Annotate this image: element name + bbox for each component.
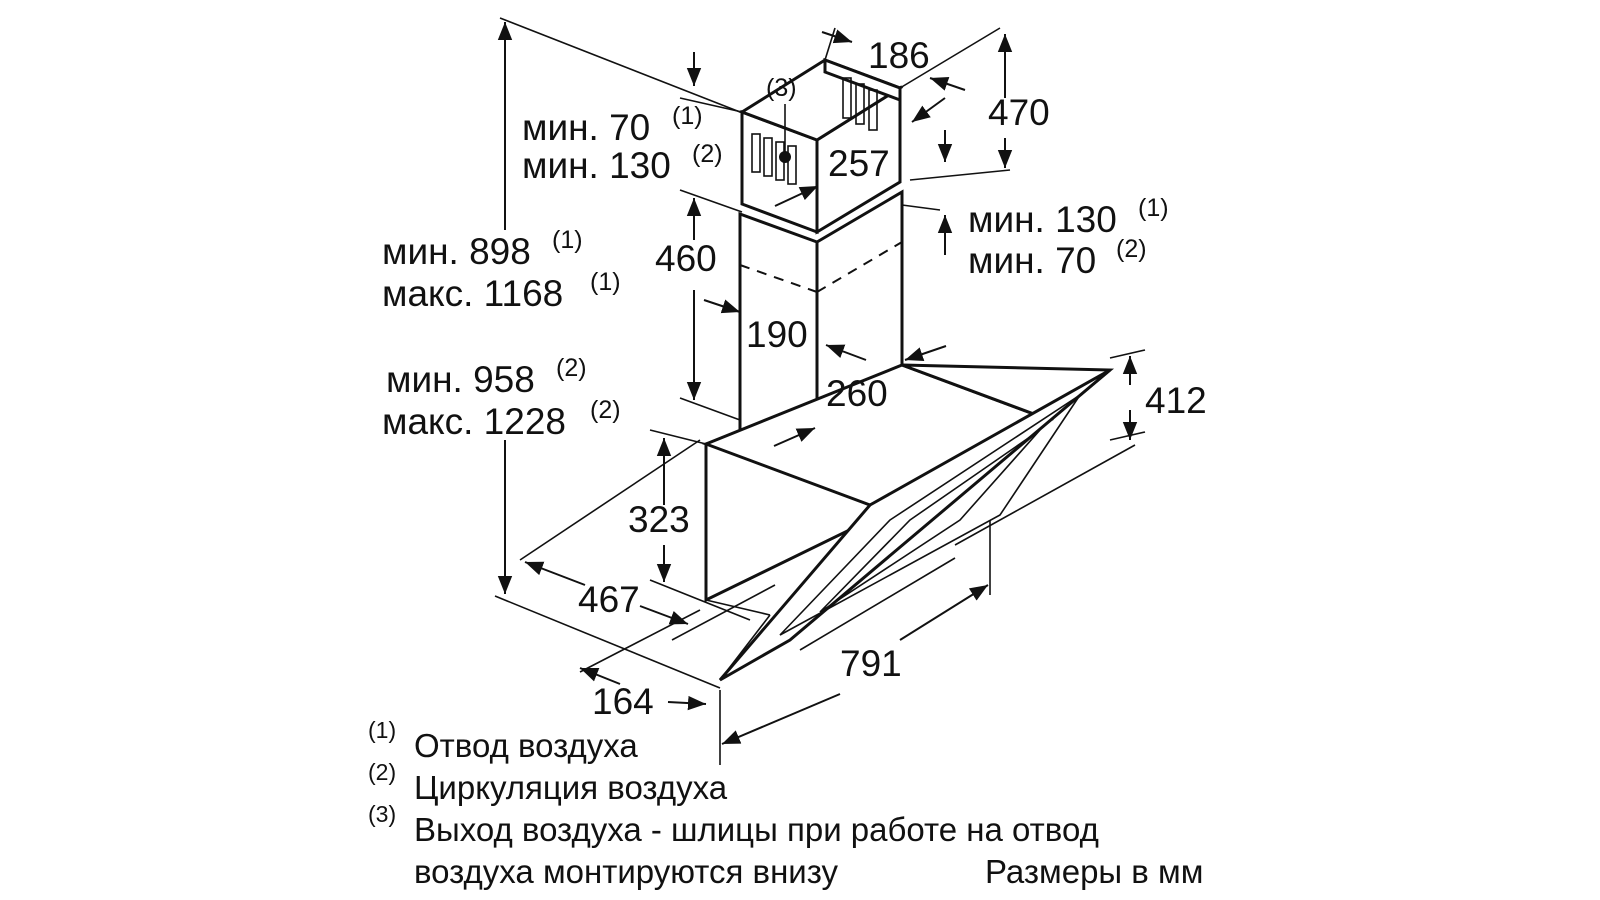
- dim-186: 186: [868, 35, 930, 76]
- legend-item3-text-line1: Выход воздуха - шлицы при работе на отво…: [414, 811, 1099, 848]
- height-range-exhaust: мин. 898 (1) макс. 1168 (1): [382, 226, 621, 314]
- note-top-min130-sup: (2): [692, 140, 723, 168]
- legend-item2-num: (2): [368, 759, 396, 785]
- note-top-min70-sup: (1): [672, 102, 703, 130]
- note-max1228: макс. 1228: [382, 401, 566, 442]
- units-note: Размеры в мм: [985, 853, 1203, 890]
- legend-item2-text: Циркуляция воздуха: [414, 769, 728, 806]
- legend-item3-text-line2: воздуха монтируются внизу: [414, 853, 839, 890]
- legend-item1-num: (1): [368, 717, 396, 743]
- dim-260: 260: [826, 373, 888, 414]
- note-max1168-sup: (1): [590, 268, 621, 296]
- hood-body: [701, 363, 1115, 682]
- note-max1228-sup: (2): [590, 396, 621, 424]
- dim-323: 323: [628, 499, 690, 540]
- vent-slots-right: [842, 77, 878, 131]
- legend-item3-num: (3): [368, 801, 396, 827]
- legend-item1-text: Отвод воздуха: [414, 727, 638, 764]
- dim-460: 460: [655, 238, 717, 279]
- dim-412: 412: [1145, 380, 1207, 421]
- note-top-min70: мин. 70: [522, 107, 650, 148]
- note-min958-sup: (2): [556, 354, 587, 382]
- note-min898-sup: (1): [552, 226, 583, 254]
- dim-164: 164: [592, 681, 654, 722]
- dim-257: 257: [828, 143, 890, 184]
- glass-panel: [718, 368, 1111, 682]
- note-right-min70: мин. 70: [968, 240, 1096, 281]
- note-right-min130: мин. 130: [968, 199, 1117, 240]
- note-right-min70-sup: (2): [1116, 235, 1147, 263]
- chimney-upper: [738, 57, 904, 235]
- note-top-min130: мин. 130: [522, 145, 671, 186]
- right-clearance-note: мин. 130 (1) мин. 70 (2): [968, 194, 1169, 281]
- dim-190: 190: [746, 314, 808, 355]
- note-min898: мин. 898: [382, 231, 531, 272]
- dim-470: 470: [988, 92, 1050, 133]
- legend: (1) Отвод воздуха (2) Циркуляция воздуха…: [368, 717, 1203, 890]
- vent-marker-dot: [779, 151, 791, 163]
- callout-3: (3): [766, 74, 797, 102]
- dim-791: 791: [840, 643, 902, 684]
- top-clearance-note: мин. 70 (1) мин. 130 (2): [522, 102, 723, 186]
- vent-slots-left: [751, 133, 797, 185]
- note-max1168: макс. 1168: [382, 273, 563, 314]
- dim-467: 467: [578, 579, 640, 620]
- note-min958: мин. 958: [386, 359, 535, 400]
- note-right-min130-sup: (1): [1138, 194, 1169, 222]
- dimension-lines: [494, 17, 1146, 765]
- height-range-recirculation: мин. 958 (2) макс. 1228 (2): [382, 354, 621, 442]
